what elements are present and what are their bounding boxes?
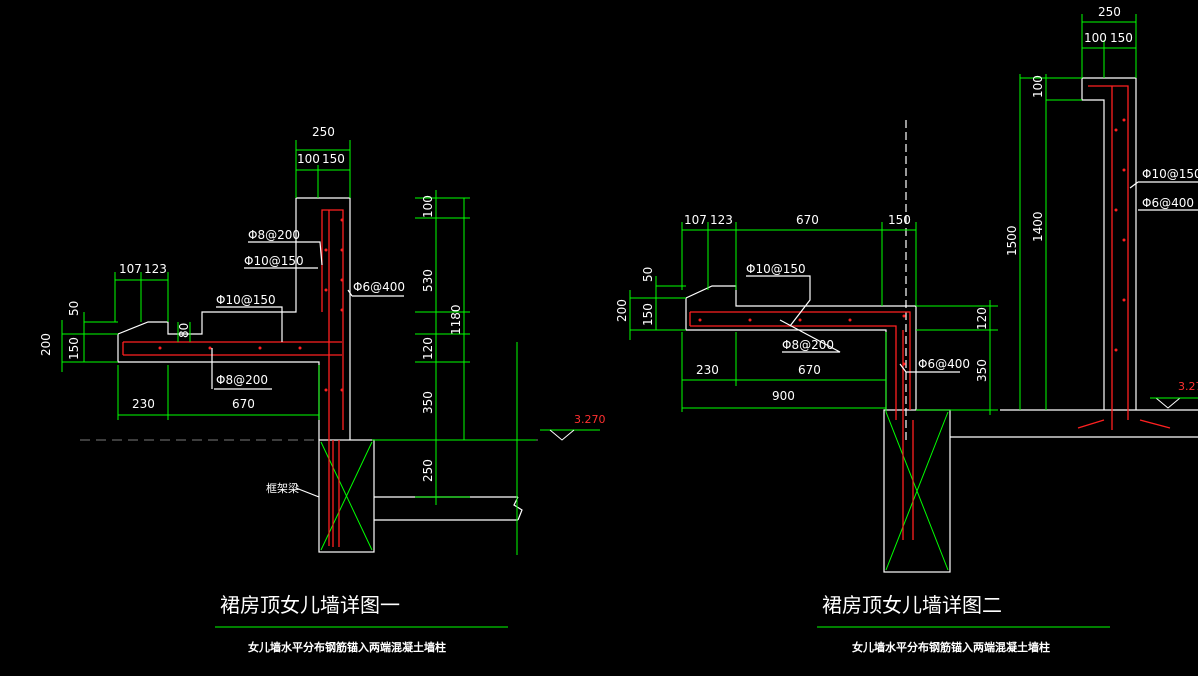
dim-150: 150 [322, 152, 345, 166]
dim2-100: 100 [1084, 31, 1107, 45]
dim2-670: 670 [796, 213, 819, 227]
dim2-107: 107 [684, 213, 707, 227]
rebar2-phi6-400-wall: Φ6@400 [1142, 196, 1194, 210]
dim-100: 100 [297, 152, 320, 166]
detail-2-subtitle: 女儿墙水平分布钢筋锚入两端混凝土墙柱 [852, 640, 1050, 654]
dim-r350: 350 [421, 391, 435, 414]
dim-150: 150 [67, 337, 81, 360]
rebar-label-phi8-200-b: Φ8@200 [216, 373, 268, 387]
dim2-1400: 1400 [1031, 211, 1045, 242]
rebar2-phi8-200: Φ8@200 [782, 338, 834, 352]
dim-670: 670 [232, 397, 255, 411]
dim-80: 80 [177, 323, 191, 338]
dim2-150b: 150 [641, 303, 655, 326]
detail-1: 250 100 150 107 123 50 200 150 80 230 67… [39, 125, 606, 654]
dim2-123: 123 [710, 213, 733, 227]
rebar2-phi10-150-wall: Φ10@150 [1142, 167, 1198, 181]
dim-r1180: 1180 [449, 304, 463, 335]
dim-r250: 250 [421, 459, 435, 482]
dim2-1500: 1500 [1005, 225, 1019, 256]
dim2-200: 200 [615, 299, 629, 322]
beam-label: 框架梁 [266, 481, 299, 495]
detail-1-title: 裙房顶女儿墙详图一 [220, 593, 400, 617]
level-mark-2: 3.27 [1178, 380, 1198, 393]
dim-r100: 100 [421, 195, 435, 218]
rebar-1-vertical [321, 209, 344, 430]
dim2-230: 230 [696, 363, 719, 377]
rebar-label-phi10-150-b: Φ10@150 [216, 293, 276, 307]
dim-r120: 120 [421, 337, 435, 360]
level-mark-1: 3.270 [574, 413, 606, 426]
rebar-label-phi10-150: Φ10@150 [244, 254, 304, 268]
dim2-50: 50 [641, 267, 655, 282]
dim2-250: 250 [1098, 5, 1121, 19]
dim2-150: 150 [888, 213, 911, 227]
rebar2-phi10-150: Φ10@150 [746, 262, 806, 276]
rebar-label-phi6-400: Φ6@400 [353, 280, 405, 294]
detail-2-title: 裙房顶女儿墙详图二 [822, 593, 1002, 617]
dim-200: 200 [39, 333, 53, 356]
frame-beam [374, 496, 518, 521]
dim2-900: 900 [772, 389, 795, 403]
rebar2-phi6-400: Φ6@400 [918, 357, 970, 371]
dim-230: 230 [132, 397, 155, 411]
dim-r530: 530 [421, 269, 435, 292]
dim2-120: 120 [975, 307, 989, 330]
dim-250: 250 [312, 125, 335, 139]
dim2-150: 150 [1110, 31, 1133, 45]
rebar-label-phi8-200: Φ8@200 [248, 228, 300, 242]
dim2-670b: 670 [798, 363, 821, 377]
column-1 [318, 439, 375, 553]
detail-1-subtitle: 女儿墙水平分布钢筋锚入两端混凝土墙柱 [248, 640, 446, 654]
dim2-100v: 100 [1031, 75, 1045, 98]
dim2-350: 350 [975, 359, 989, 382]
dim-50: 50 [67, 301, 81, 316]
detail-2: 250 100 150 107 123 670 150 50 200 150 1… [615, 5, 1198, 654]
dim-123: 123 [144, 262, 167, 276]
dim-107: 107 [119, 262, 142, 276]
